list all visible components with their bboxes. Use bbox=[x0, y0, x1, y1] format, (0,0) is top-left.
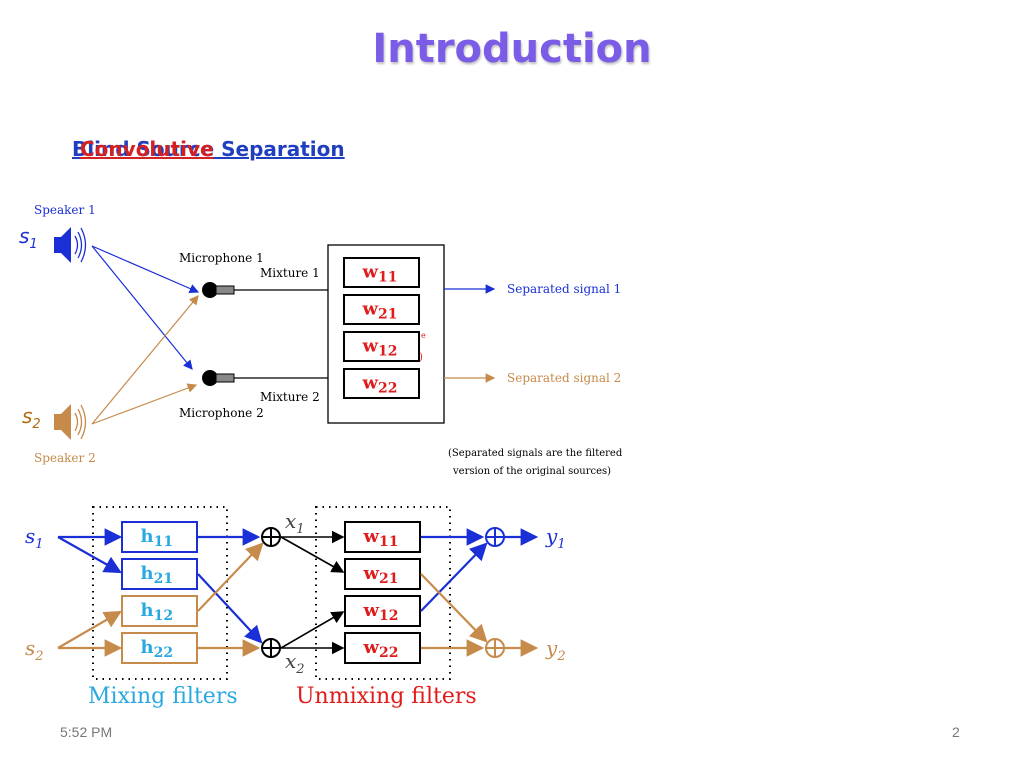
w22-filter-label: w22 bbox=[363, 637, 399, 661]
h12-filter: h12 bbox=[121, 595, 198, 627]
x2-label: x2 bbox=[285, 649, 305, 677]
w11-filter-label: w11 bbox=[363, 526, 399, 550]
path-s2-mic1 bbox=[91, 295, 199, 425]
separated-signal1-label: Separated signal 1 bbox=[507, 282, 621, 296]
h11-filter-label: h11 bbox=[141, 526, 174, 550]
mixing-filters: h11 h21 h12 h22 bbox=[121, 521, 198, 664]
top-w22-filter: w22 bbox=[343, 368, 420, 399]
subtitle-blind-source-separation: Blind Source Separation bbox=[72, 137, 345, 161]
h12-filter-label: h12 bbox=[141, 600, 174, 624]
mixing-sum2-icon bbox=[261, 638, 281, 658]
mixing-filters-caption: Mixing filters bbox=[88, 684, 238, 709]
s2-to-h12 bbox=[57, 610, 122, 649]
subtitle-convolutive: Convolutive bbox=[80, 137, 214, 161]
top-w21-filter-label: w21 bbox=[362, 299, 398, 323]
speaker1-label: Speaker 1 bbox=[34, 203, 96, 217]
output-sum1-icon bbox=[485, 527, 505, 547]
page-number: 2 bbox=[952, 724, 960, 740]
microphone2-label: Microphone 2 bbox=[179, 406, 264, 420]
y2-label: y2 bbox=[545, 636, 566, 664]
s1-to-h21 bbox=[57, 536, 122, 574]
footer-time: 5:52 PM bbox=[60, 724, 113, 740]
path-s1-mic2 bbox=[91, 245, 193, 370]
mixing-sum1-icon bbox=[261, 527, 281, 547]
h21-to-sum2 bbox=[197, 573, 263, 644]
x1-label: x1 bbox=[285, 509, 305, 537]
unmixing-filters-caption: Unmixing filters bbox=[296, 684, 477, 709]
microphone2-icon bbox=[202, 370, 235, 386]
x2-to-w12 bbox=[280, 611, 345, 649]
microphone1-label: Microphone 1 bbox=[179, 251, 264, 265]
slide-title: Introduction bbox=[372, 26, 652, 72]
speaker1-icon bbox=[54, 227, 87, 263]
top-w11-filter-label: w11 bbox=[362, 262, 398, 286]
microphone1-icon bbox=[202, 282, 235, 298]
s2-symbol: s2 bbox=[22, 404, 41, 432]
w22-filter: w22 bbox=[344, 632, 421, 664]
red-fragment-mark: e bbox=[421, 331, 426, 340]
top-w22-filter-label: w22 bbox=[362, 373, 398, 397]
y1-label: y1 bbox=[545, 524, 566, 552]
h12-to-sum1 bbox=[197, 542, 264, 612]
note-line1: (Separated signals are the filtered bbox=[448, 448, 623, 459]
bottom-s1-label: s1 bbox=[25, 524, 44, 552]
h22-filter: h22 bbox=[121, 632, 198, 664]
bottom-s2-label: s2 bbox=[25, 636, 44, 664]
w21-filter: w21 bbox=[344, 558, 421, 590]
w21-to-out2 bbox=[420, 573, 488, 643]
red-fragment-mark-2: ) bbox=[419, 352, 423, 363]
mixture1-label: Mixture 1 bbox=[260, 266, 320, 280]
top-w-filters: w11 w21 w12 w22 bbox=[343, 257, 420, 399]
h21-filter: h21 bbox=[121, 558, 198, 590]
output-sum2-icon bbox=[485, 638, 505, 658]
top-w21-filter: w21 bbox=[343, 294, 420, 325]
speaker2-label: Speaker 2 bbox=[34, 451, 96, 465]
x1-to-w21 bbox=[280, 536, 345, 573]
w12-to-out1 bbox=[420, 542, 488, 612]
h11-filter: h11 bbox=[121, 521, 198, 553]
h21-filter-label: h21 bbox=[141, 563, 174, 587]
separated-signal2-label: Separated signal 2 bbox=[507, 371, 621, 385]
w12-filter: w12 bbox=[344, 595, 421, 627]
h22-filter-label: h22 bbox=[141, 637, 174, 661]
top-w12-filter-label: w12 bbox=[362, 336, 398, 360]
s1-symbol: s1 bbox=[19, 224, 38, 252]
unmixing-filters: w11 w21 w12 w22 bbox=[344, 521, 421, 664]
speaker2-icon bbox=[54, 404, 87, 440]
w12-filter-label: w12 bbox=[363, 600, 399, 624]
note-line2: version of the original sources) bbox=[452, 466, 611, 477]
top-w11-filter: w11 bbox=[343, 257, 420, 288]
w11-filter: w11 bbox=[344, 521, 421, 553]
mixture2-label: Mixture 2 bbox=[260, 390, 320, 404]
top-w12-filter: w12 bbox=[343, 331, 420, 362]
w21-filter-label: w21 bbox=[363, 563, 399, 587]
path-s2-mic2 bbox=[91, 383, 198, 425]
path-s1-mic1 bbox=[91, 245, 200, 294]
